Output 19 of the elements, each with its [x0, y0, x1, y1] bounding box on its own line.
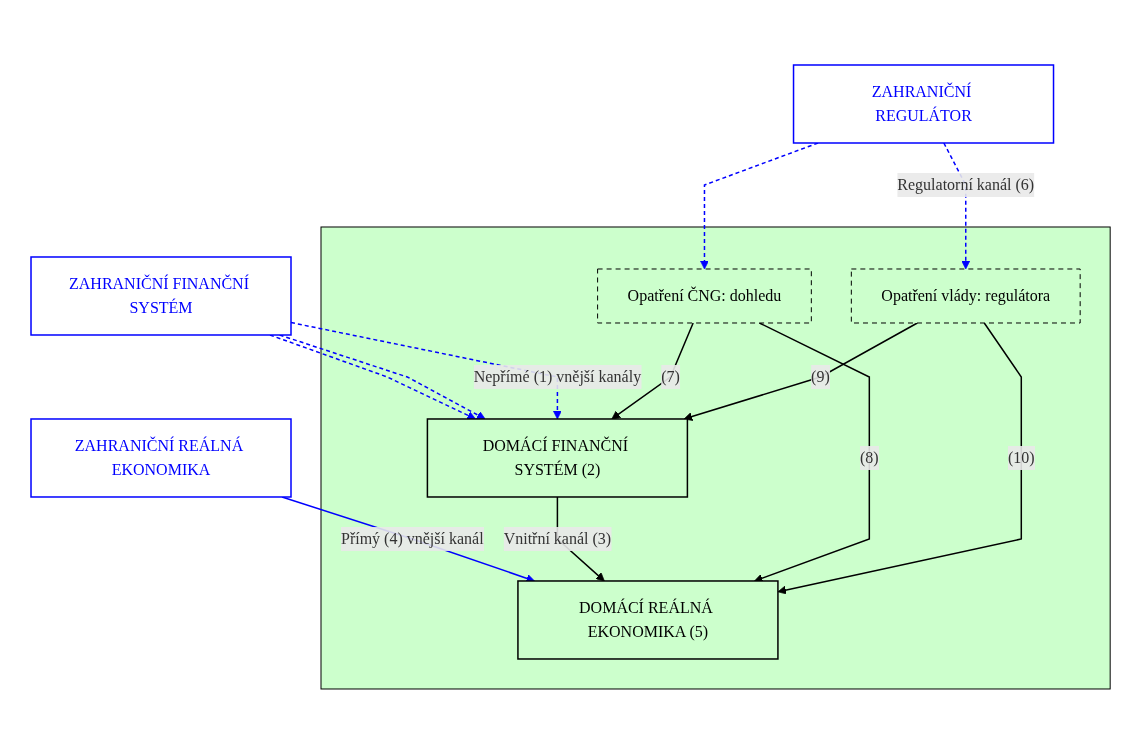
arrow: [684, 322, 919, 421]
node-box: Opatření ČNG: dohledu: [597, 268, 813, 324]
arrow: [943, 142, 971, 270]
edge-label: Přímý (4) vnější kanál: [341, 529, 485, 547]
edge-label: (8): [860, 448, 880, 466]
edge-label: Regulatorní kanál (6): [897, 176, 1035, 193]
edge-label: (7): [661, 367, 681, 385]
arrow: [611, 322, 695, 420]
node-box: ZAHRANIČNÍ REGULÁTOR: [793, 64, 1055, 144]
node-box: DOMÁCÍ REÁLNÁ EKONOMIKA (5): [517, 580, 780, 660]
edge-label: (10): [1008, 448, 1036, 466]
node-box: ZAHRANIČNÍ FINANČNÍ SYSTÉM: [30, 256, 293, 336]
node-box: ZAHRANIČNÍ REÁLNÁ EKONOMIKA: [30, 418, 293, 498]
cluster: [320, 226, 1112, 690]
node-box: DOMÁCÍ FINANČNÍ SYSTÉM (2): [427, 418, 689, 498]
edge-label: Vnitřní kanál (3): [504, 529, 612, 547]
edge-label: (9): [811, 367, 831, 385]
node-box: Opatření vlády: regulátora: [851, 268, 1082, 324]
edge-label: Nepřímé (1) vnější kanály: [474, 367, 642, 385]
